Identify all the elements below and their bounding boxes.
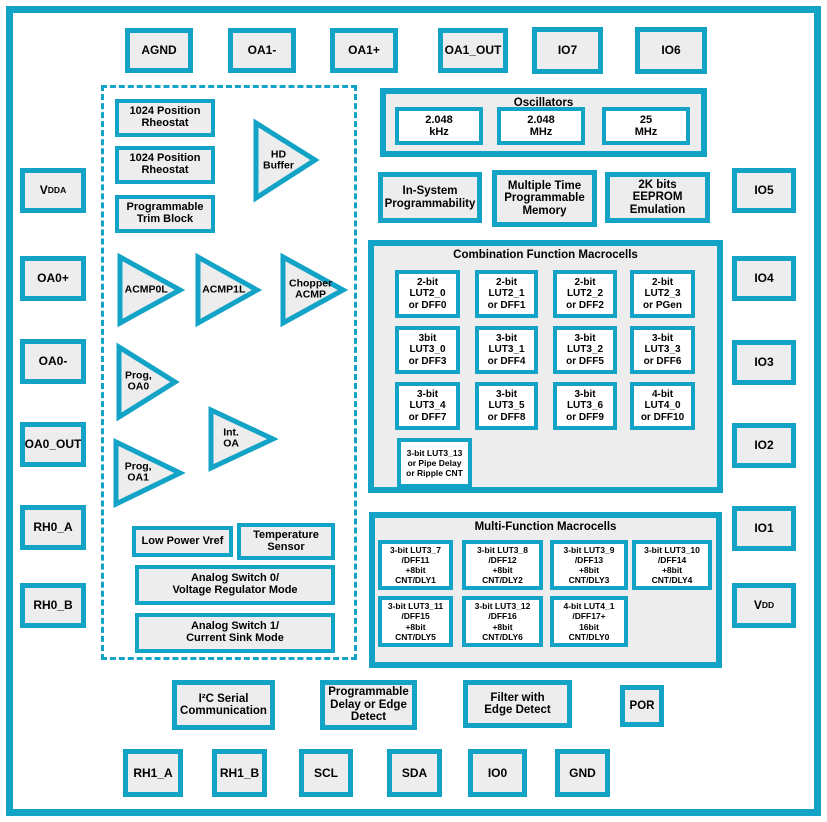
triangle-shape bbox=[208, 406, 278, 472]
cell-lut3-4: 3-bit LUT3_4 or DFF7 bbox=[395, 382, 460, 430]
cell-mf-lut3-8: 3-bit LUT3_8 /DFF12 +8bit CNT/DLY2 bbox=[462, 540, 543, 590]
pin-label-subscript: DD bbox=[761, 600, 775, 611]
block-analog-switch-1: Analog Switch 1/ Current Sink Mode bbox=[135, 613, 335, 653]
block-trim: Programmable Trim Block bbox=[115, 195, 215, 233]
panel-title: Oscillators bbox=[513, 97, 574, 109]
cell-mf-lut3-12: 3-bit LUT3_12 /DFF16 +8bit CNT/DLY6 bbox=[462, 596, 543, 647]
block-por: POR bbox=[620, 685, 664, 727]
triangle-shape bbox=[253, 118, 320, 203]
cell-mf-lut3-10: 3-bit LUT3_10 /DFF14 +8bit CNT/DLY4 bbox=[632, 540, 712, 590]
triangle-label: Chopper ACMP bbox=[289, 277, 333, 301]
pin-label: V bbox=[39, 183, 48, 198]
cell-lut3-3: 3-bit LUT3_3 or DFF6 bbox=[630, 326, 695, 374]
pin-io5: IO5 bbox=[732, 168, 796, 213]
pin-io7: IO7 bbox=[532, 27, 603, 74]
cell-lut3-13-special: 3-bit LUT3_13 or Pipe Delay or Ripple CN… bbox=[397, 438, 472, 488]
pin-io2: IO2 bbox=[732, 423, 796, 468]
amp-prog-oa1: Prog, OA1 bbox=[113, 438, 185, 508]
cell-lut2-0: 2-bit LUT2_0 or DFF0 bbox=[395, 270, 460, 318]
triangle-shape bbox=[116, 342, 180, 422]
panel-multifunction-macrocells: Multi-Function Macrocells 3-bit LUT3_7 /… bbox=[369, 512, 722, 668]
pin-oa0-pos: OA0+ bbox=[20, 256, 86, 301]
triangle-shape bbox=[117, 252, 185, 328]
cell-lut2-3: 2-bit LUT2_3 or PGen bbox=[630, 270, 695, 318]
block-low-power-vref: Low Power Vref bbox=[132, 526, 233, 557]
pin-oa0-neg: OA0- bbox=[20, 339, 86, 384]
cell-lut3-1: 3-bit LUT3_1 or DFF4 bbox=[475, 326, 538, 374]
cell-lut4-0: 4-bit LUT4_0 or DFF10 bbox=[630, 382, 695, 430]
triangle-shape bbox=[113, 438, 185, 508]
pin-rh0-a: RH0_A bbox=[20, 505, 86, 550]
pin-label: V bbox=[753, 598, 762, 613]
triangle-shape bbox=[280, 252, 348, 328]
block-eeprom-emulation: 2K bits EEPROM Emulation bbox=[605, 172, 710, 223]
triangle-shape bbox=[195, 252, 262, 328]
amp-hd-buffer: HD Buffer bbox=[253, 117, 320, 204]
pin-rh1-a: RH1_A bbox=[123, 749, 183, 797]
cell-lut2-1: 2-bit LUT2_1 or DFF1 bbox=[475, 270, 538, 318]
cell-lut3-2: 3-bit LUT3_2 or DFF5 bbox=[553, 326, 617, 374]
amp-int-oa: Int. OA bbox=[208, 406, 278, 472]
comparator-acmp1l: ACMP1L bbox=[195, 252, 262, 328]
triangle-label: Prog, OA0 bbox=[124, 369, 152, 393]
block-filter-edge-detect: Filter with Edge Detect bbox=[463, 680, 572, 728]
pin-scl: SCL bbox=[299, 749, 353, 797]
amp-prog-oa0: Prog, OA0 bbox=[116, 342, 180, 422]
cell-mf-lut3-11: 3-bit LUT3_11 /DFF15 +8bit CNT/DLY5 bbox=[378, 596, 453, 647]
pin-label-subscript: DDA bbox=[47, 185, 67, 196]
pin-io6: IO6 bbox=[635, 27, 707, 74]
block-prog-delay: Programmable Delay or Edge Detect bbox=[320, 680, 417, 730]
triangle-label: Int. OA bbox=[223, 426, 239, 450]
block-rheostat-1: 1024 Position Rheostat bbox=[115, 146, 215, 184]
pin-oa1-neg: OA1- bbox=[228, 28, 296, 73]
pin-sda: SDA bbox=[387, 749, 442, 797]
comparator-chopper-acmp: Chopper ACMP bbox=[280, 252, 348, 328]
panel-combination-macrocells: Combination Function Macrocells 2-bit LU… bbox=[368, 240, 723, 493]
pin-io1: IO1 bbox=[732, 506, 796, 551]
pin-oa0-out: OA0_OUT bbox=[20, 422, 86, 467]
cell-lut3-6: 3-bit LUT3_6 or DFF9 bbox=[553, 382, 617, 430]
osc-cell-2048khz: 2.048 kHz bbox=[395, 107, 483, 145]
panel-oscillators: Oscillators 2.048 kHz 2.048 MHz 25 MHz bbox=[380, 88, 707, 157]
pin-io4: IO4 bbox=[732, 256, 796, 301]
pin-rh0-b: RH0_B bbox=[20, 583, 86, 628]
chip-outer-border bbox=[6, 6, 821, 816]
cell-mf-lut4-1: 4-bit LUT4_1 /DFF17+ 16bit CNT/DLY0 bbox=[550, 596, 628, 647]
cell-lut3-0: 3bit LUT3_0 or DFF3 bbox=[395, 326, 460, 374]
pin-oa1-out: OA1_OUT bbox=[438, 28, 508, 73]
pin-gnd: GND bbox=[555, 749, 610, 797]
cell-mf-lut3-9: 3-bit LUT3_9 /DFF13 +8bit CNT/DLY3 bbox=[550, 540, 628, 590]
pin-oa1-pos: OA1+ bbox=[330, 28, 398, 73]
pin-agnd: AGND bbox=[125, 28, 193, 73]
panel-title: Combination Function Macrocells bbox=[453, 249, 638, 261]
triangle-label: HD Buffer bbox=[262, 148, 294, 172]
triangle-label: Prog, OA1 bbox=[124, 460, 152, 484]
analog-dashed-region bbox=[101, 85, 357, 660]
triangle-label: ACMP1L bbox=[202, 283, 246, 296]
block-rheostat-0: 1024 Position Rheostat bbox=[115, 99, 215, 137]
comparator-acmp0l: ACMP0L bbox=[117, 252, 185, 328]
cell-mf-lut3-7: 3-bit LUT3_7 /DFF11 +8bit CNT/DLY1 bbox=[378, 540, 453, 590]
osc-cell-2048mhz: 2.048 MHz bbox=[497, 107, 585, 145]
cell-lut3-5: 3-bit LUT3_5 or DFF8 bbox=[475, 382, 538, 430]
block-temperature-sensor: Temperature Sensor bbox=[237, 523, 335, 560]
block-i2c: I²C Serial Communication bbox=[172, 680, 275, 730]
pin-io0: IO0 bbox=[468, 749, 527, 797]
pin-io3: IO3 bbox=[732, 340, 796, 385]
cell-lut2-2: 2-bit LUT2_2 or DFF2 bbox=[553, 270, 617, 318]
block-mtp-memory: Multiple Time Programmable Memory bbox=[492, 170, 597, 227]
pin-rh1-b: RH1_B bbox=[212, 749, 267, 797]
osc-cell-25mhz: 25 MHz bbox=[602, 107, 690, 145]
panel-title: Multi-Function Macrocells bbox=[474, 521, 617, 533]
triangle-label: ACMP0L bbox=[124, 283, 168, 296]
block-in-system-programmability: In-System Programmability bbox=[378, 172, 482, 223]
block-analog-switch-0: Analog Switch 0/ Voltage Regulator Mode bbox=[135, 565, 335, 605]
